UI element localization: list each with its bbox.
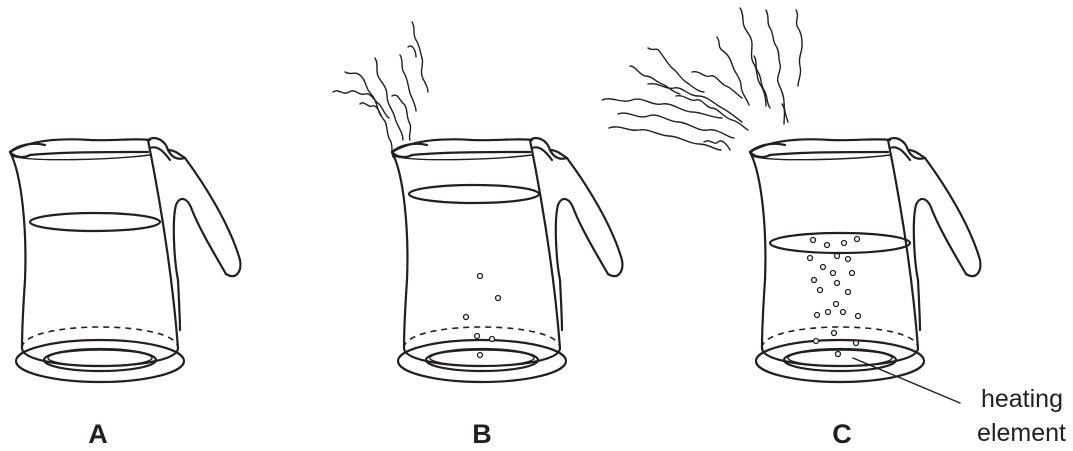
kettle-c xyxy=(750,138,980,382)
kettle-a xyxy=(10,138,240,382)
water-level-a xyxy=(30,213,160,231)
label-c: C xyxy=(832,419,852,449)
callout-element: element xyxy=(977,419,1066,447)
steam-c xyxy=(602,8,802,150)
water-level-b xyxy=(409,185,539,203)
bubbles-b xyxy=(464,274,501,358)
bubbles-c xyxy=(808,237,861,357)
label-b: B xyxy=(472,419,492,449)
steam-b xyxy=(333,22,428,158)
callout-heating: heating xyxy=(981,385,1063,413)
kettle-b xyxy=(392,138,622,382)
water-level-c xyxy=(770,233,910,253)
label-a: A xyxy=(88,419,108,449)
